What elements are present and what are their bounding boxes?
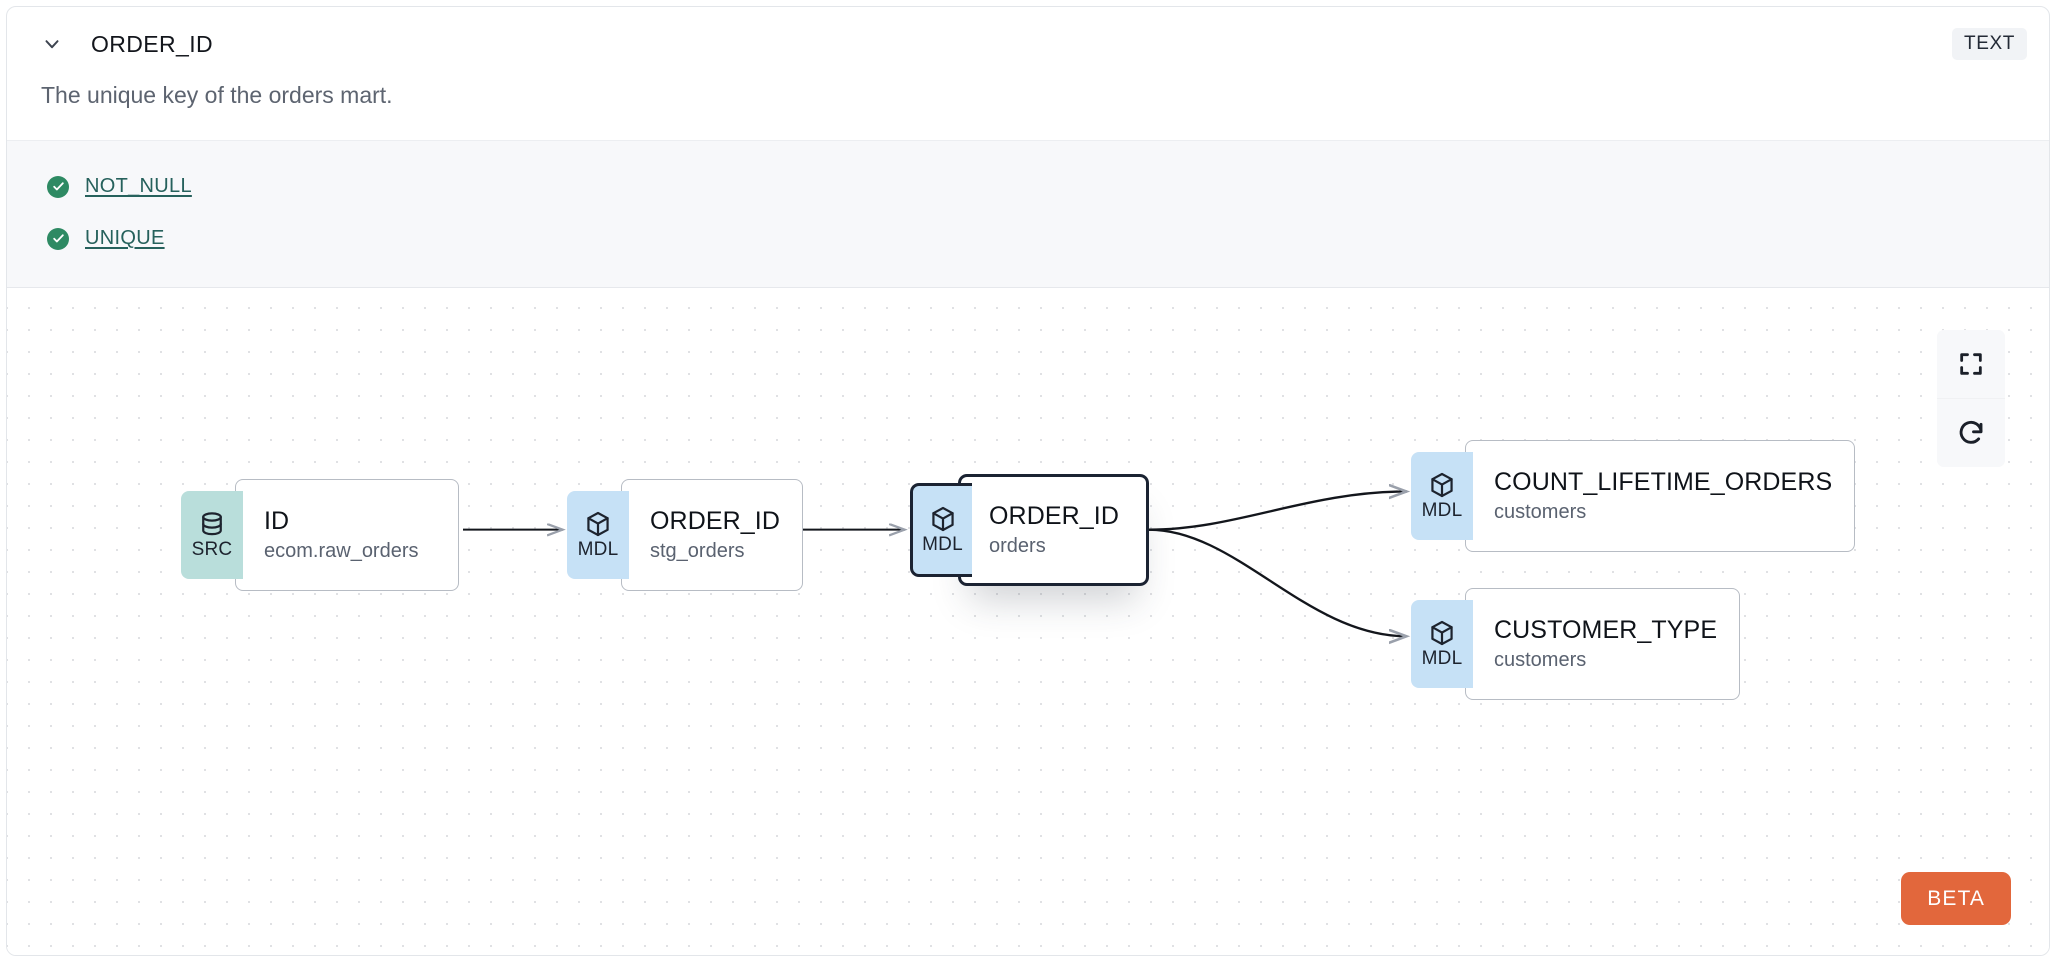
- node-card: ORDER_ID orders: [958, 473, 1149, 586]
- test-link-unique[interactable]: UNIQUE: [85, 227, 165, 250]
- tests-section: NOT_NULL UNIQUE: [7, 139, 2049, 288]
- chevron-down-icon[interactable]: [37, 29, 67, 59]
- node-card: CUSTOMER_TYPE customers: [1465, 587, 1741, 700]
- node-column-name: ORDER_ID: [989, 501, 1119, 530]
- edge-orders-to-count-lifetime-orders: [1148, 491, 1407, 531]
- node-type-badge-mdl: MDL: [910, 482, 972, 577]
- check-circle-icon: [47, 227, 69, 250]
- lineage-node-stg-order-id[interactable]: MDL ORDER_ID stg_orders: [567, 478, 803, 591]
- node-card: COUNT_LIFETIME_ORDERS customers: [1465, 439, 1856, 552]
- refresh-icon: [1959, 420, 1983, 444]
- lineage-node-orders-order-id[interactable]: MDL ORDER_ID orders: [910, 473, 1149, 586]
- node-type-badge-mdl: MDL: [1411, 451, 1473, 540]
- cube-icon: [1431, 472, 1453, 497]
- fullscreen-icon: [1960, 353, 1982, 375]
- node-column-name: COUNT_LIFETIME_ORDERS: [1494, 467, 1833, 496]
- node-source-name: customers: [1494, 649, 1587, 671]
- fit-view-button[interactable]: [1937, 329, 2005, 398]
- node-type-badge-src: SRC: [181, 490, 243, 579]
- test-link-not-null[interactable]: NOT_NULL: [85, 175, 192, 198]
- lineage-graph-canvas[interactable]: SRC ID ecom.raw_orders MDL: [7, 287, 2049, 955]
- edge-orders-to-customer-type: [1148, 528, 1407, 636]
- lineage-node-src-id[interactable]: SRC ID ecom.raw_orders: [181, 478, 459, 591]
- data-type-badge: TEXT: [1952, 28, 2027, 60]
- test-row: UNIQUE: [7, 213, 2049, 265]
- node-type-badge-mdl: MDL: [1411, 599, 1473, 688]
- node-source-name: orders: [989, 535, 1046, 557]
- node-source-name: stg_orders: [650, 540, 745, 562]
- lineage-node-customer-type[interactable]: MDL CUSTOMER_TYPE customers: [1411, 587, 1741, 700]
- node-column-name: CUSTOMER_TYPE: [1494, 615, 1718, 644]
- node-card: ID ecom.raw_orders: [235, 478, 459, 591]
- node-card: ORDER_ID stg_orders: [621, 478, 803, 591]
- badge-label: MDL: [1421, 647, 1463, 669]
- cube-icon: [931, 506, 954, 531]
- badge-label: SRC: [191, 538, 233, 560]
- check-circle-icon: [47, 175, 69, 198]
- column-detail-panel: ORDER_ID TEXT The unique key of the orde…: [6, 6, 2050, 956]
- lineage-edges: [463, 288, 2049, 955]
- beta-badge[interactable]: BETA: [1901, 872, 2011, 925]
- reset-button[interactable]: [1937, 397, 2005, 467]
- node-type-badge-mdl: MDL: [567, 490, 629, 579]
- cube-icon: [1431, 620, 1453, 645]
- column-description: The unique key of the orders mart.: [41, 82, 393, 108]
- badge-label: MDL: [1421, 499, 1463, 521]
- badge-label: MDL: [577, 538, 619, 560]
- node-column-name: ID: [264, 506, 290, 535]
- badge-label: MDL: [922, 533, 963, 555]
- test-row: NOT_NULL: [7, 161, 2049, 213]
- node-column-name: ORDER_ID: [650, 506, 780, 535]
- lineage-node-count-lifetime-orders[interactable]: MDL COUNT_LIFETIME_ORDERS customers: [1411, 439, 1856, 552]
- panel-header: ORDER_ID TEXT: [7, 7, 2049, 81]
- node-source-name: ecom.raw_orders: [264, 540, 419, 562]
- database-icon: [202, 512, 222, 536]
- node-source-name: customers: [1494, 501, 1587, 523]
- cube-icon: [587, 511, 609, 536]
- page-title: ORDER_ID: [91, 30, 214, 57]
- graph-controls: [1937, 329, 2005, 467]
